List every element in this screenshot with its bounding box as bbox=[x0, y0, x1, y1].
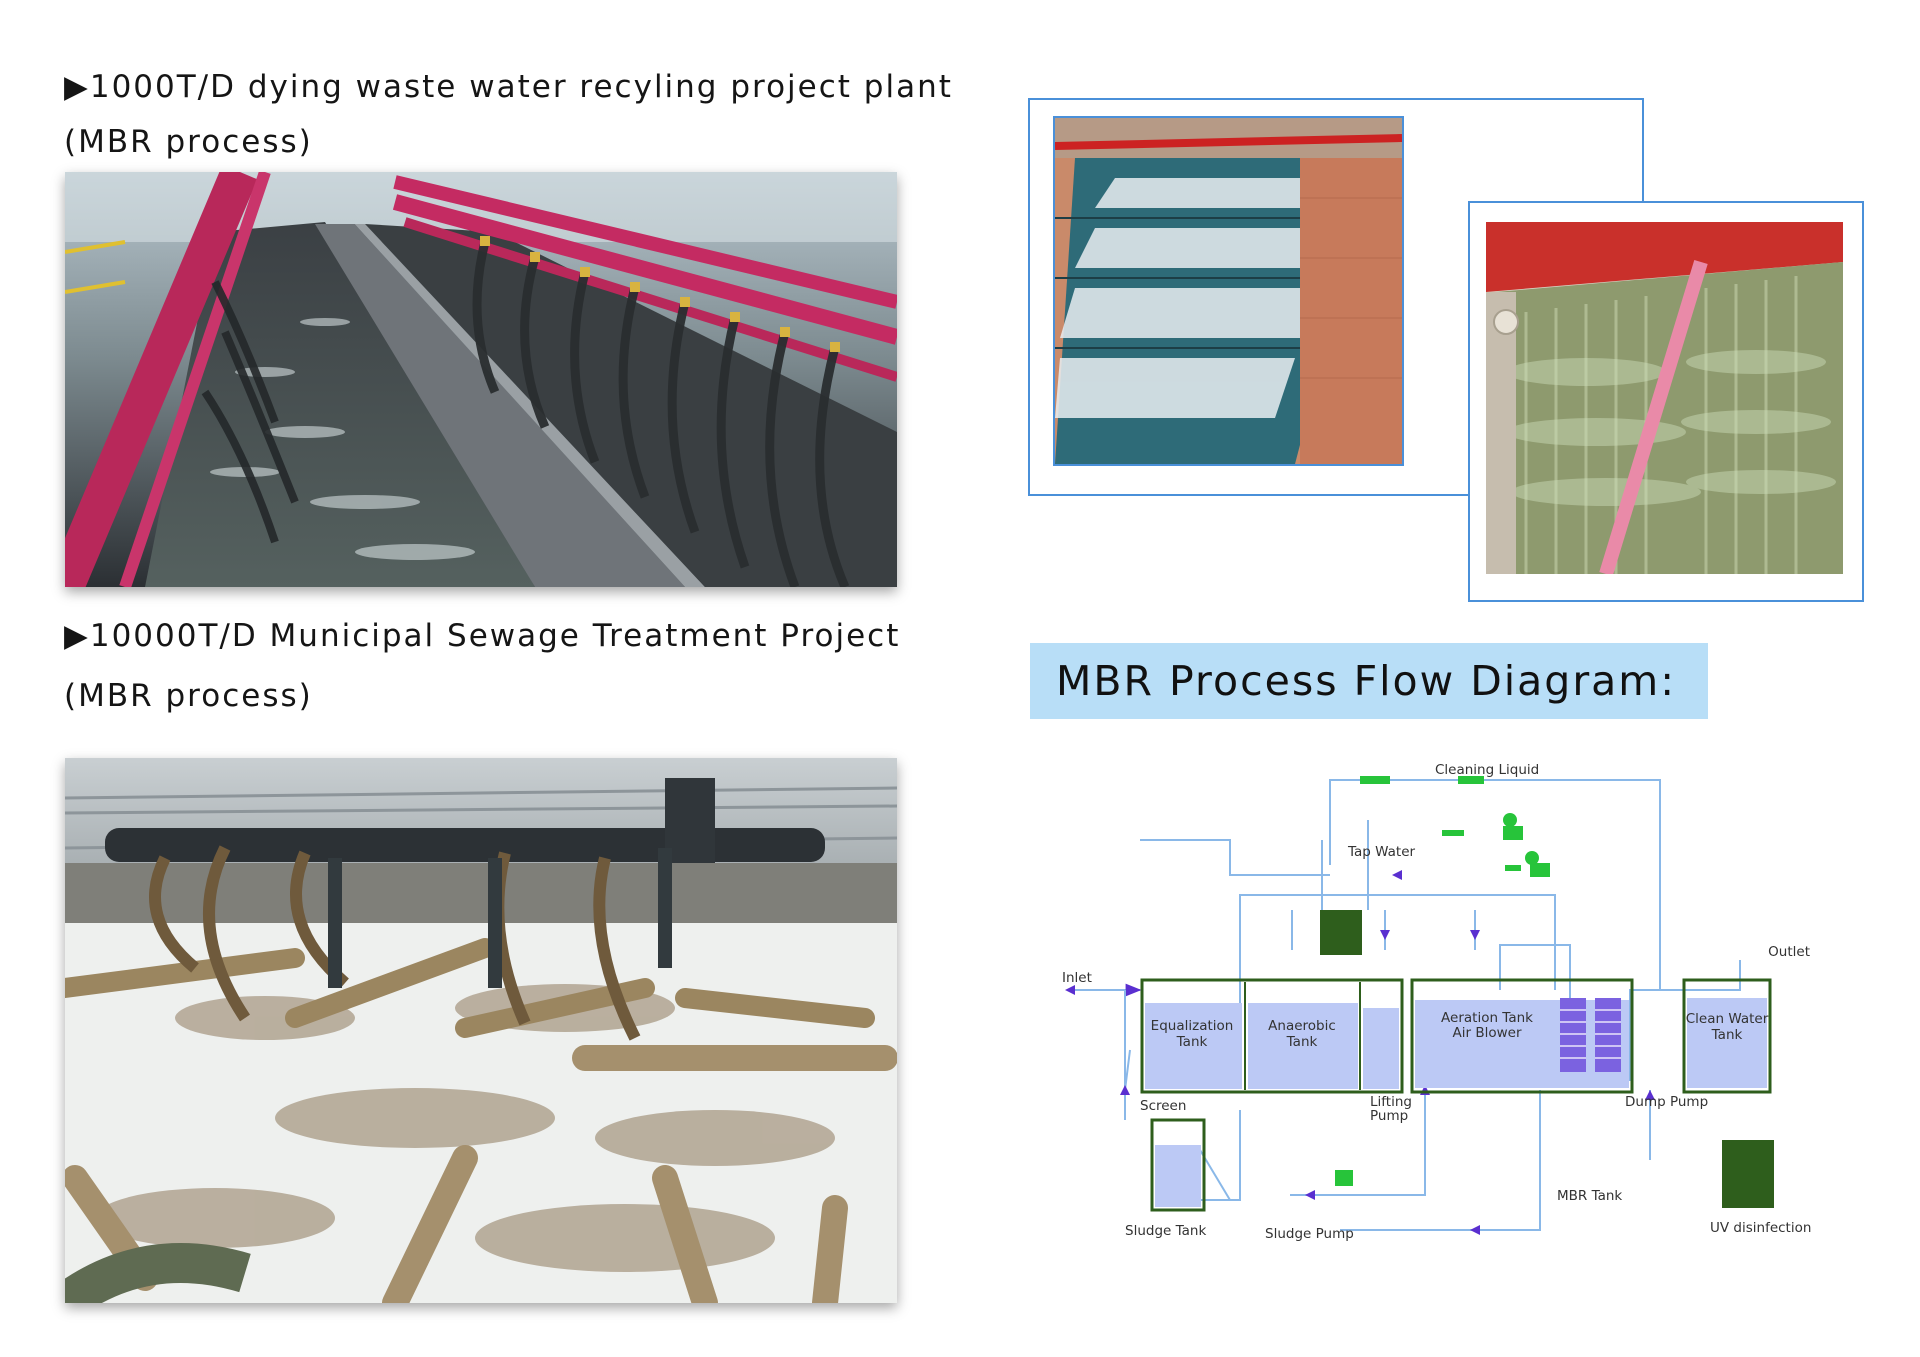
label-equalization-2: Tank bbox=[1176, 1034, 1208, 1050]
label-inlet: Inlet bbox=[1062, 970, 1092, 986]
label-aeration-2: Air Blower bbox=[1453, 1025, 1522, 1041]
label-uv-disinfection: UV disinfection bbox=[1710, 1220, 1811, 1236]
aeration-mbr-tank bbox=[1410, 978, 1634, 1094]
label-tap-water: Tap Water bbox=[1347, 844, 1416, 860]
project-2-title: ▶10000T/D Municipal Sewage Treatment Pro… bbox=[64, 618, 901, 654]
label-outlet: Outlet bbox=[1768, 944, 1810, 960]
project-1-subtitle: (MBR process) bbox=[64, 124, 313, 160]
label-equalization-1: Equalization bbox=[1151, 1018, 1234, 1034]
label-dump-pump: Dump Pump bbox=[1625, 1094, 1708, 1110]
label-aeration-1: Aeration Tank bbox=[1441, 1010, 1533, 1026]
photo-municipal-sewage bbox=[65, 758, 897, 1303]
photo-mbr-modules-overview bbox=[1053, 116, 1404, 466]
mbr-process-flow-diagram: Cleaning Liquid Tap Water Inlet Outlet E… bbox=[1062, 762, 1811, 1242]
label-clean-water-2: Tank bbox=[1711, 1027, 1743, 1043]
uv-disinfection-unit bbox=[1722, 1140, 1774, 1208]
label-clean-water-1: Clean Water bbox=[1686, 1011, 1769, 1027]
label-screen: Screen bbox=[1140, 1098, 1186, 1114]
project-2-subtitle: (MBR process) bbox=[64, 678, 313, 714]
clean-water-tank bbox=[1682, 978, 1772, 1094]
sludge-tank bbox=[1150, 1118, 1206, 1212]
photo-dyeing-plant bbox=[65, 172, 897, 587]
label-sludge-pump: Sludge Pump bbox=[1265, 1226, 1354, 1242]
label-sludge-tank: Sludge Tank bbox=[1125, 1223, 1206, 1239]
tap-water-line bbox=[1329, 779, 1661, 990]
project-1-title: ▶1000T/D dying waste water recyling proj… bbox=[64, 69, 953, 105]
equalization-anaerobic-tank bbox=[1140, 978, 1404, 1094]
label-anaerobic-1: Anaerobic bbox=[1268, 1018, 1336, 1034]
label-mbr-tank: MBR Tank bbox=[1557, 1188, 1622, 1204]
label-cleaning-liquid: Cleaning Liquid bbox=[1435, 762, 1539, 778]
cleaning-valve bbox=[1360, 776, 1390, 784]
tap-water-tank bbox=[1320, 910, 1362, 955]
sludge-pump-icon bbox=[1335, 1170, 1353, 1186]
label-lifting-2: Pump bbox=[1370, 1108, 1408, 1124]
label-anaerobic-2: Tank bbox=[1286, 1034, 1318, 1050]
diagram-title-banner: MBR Process Flow Diagram: bbox=[1030, 643, 1708, 719]
photo-mbr-membrane-closeup bbox=[1486, 222, 1843, 574]
label-lifting-1: Lifting bbox=[1370, 1094, 1412, 1110]
diagram-title: MBR Process Flow Diagram: bbox=[1056, 657, 1677, 705]
cleaning-line bbox=[1239, 894, 1556, 1025]
